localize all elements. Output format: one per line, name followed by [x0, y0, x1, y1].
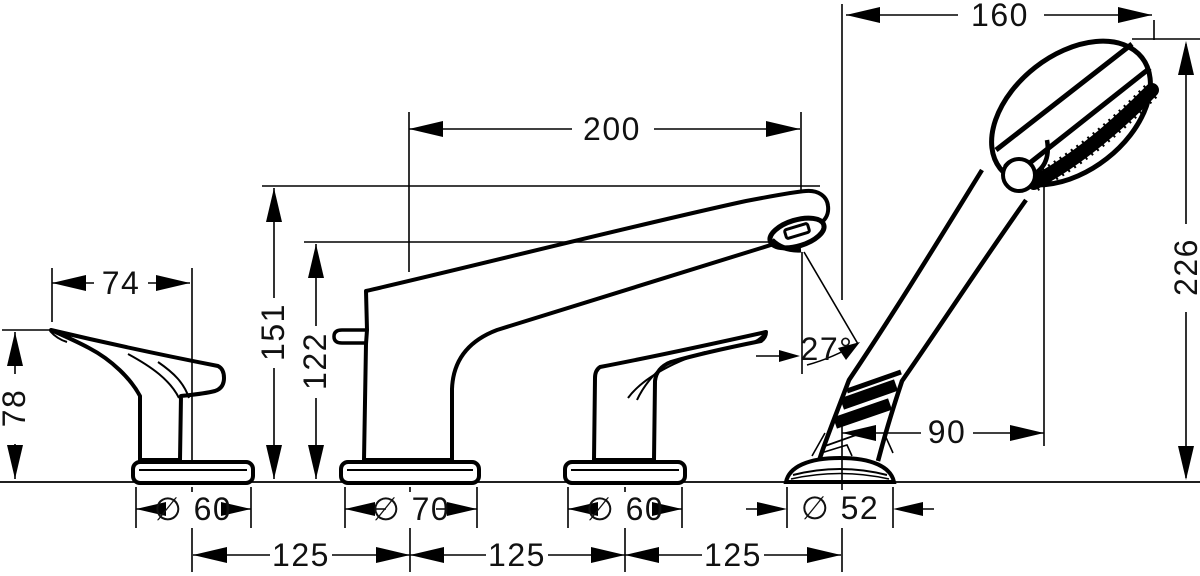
dim-spacing-center-label: 125: [488, 537, 546, 573]
arrow-down-icon: [308, 445, 324, 479]
arrow-down-icon: [1178, 446, 1194, 480]
dim-escutcheon-holder-label: ∅ 52: [801, 490, 879, 526]
handshower-grip-left-edge: [816, 168, 984, 462]
handshower-holder-cone-left: [811, 432, 826, 457]
dim-handshower-width: 160: [841, 0, 1155, 300]
dim-handshower-angle: 27°: [756, 251, 860, 374]
arrow-right-icon: [766, 121, 800, 137]
dim-handshower-angle-label: 27°: [801, 331, 854, 367]
arrow-left-icon: [410, 547, 444, 563]
escutcheon-spout: [339, 460, 481, 485]
dim-handle-height: 78: [0, 329, 50, 479]
dim-escutcheon-right-label: ∅ 60: [586, 491, 664, 527]
arrow-left-icon: [842, 425, 876, 441]
left-handle: [49, 328, 226, 462]
arrow-right-icon: [156, 275, 190, 291]
right-handle-sculpt-line: [627, 351, 706, 399]
right-handle: [592, 330, 768, 462]
arrow-right-icon: [807, 547, 841, 563]
arrow-right-icon: [652, 502, 682, 516]
dim-handshower-offset-label: 90: [928, 414, 967, 450]
dim-left-handle-width-label: 74: [102, 265, 141, 301]
handshower-head-stripe-2: [1010, 66, 1152, 179]
arrow-down-icon: [7, 445, 23, 479]
spout-aerator: [767, 215, 827, 251]
dim-handshower-height-label: 226: [1168, 238, 1200, 296]
arrow-up-icon: [7, 332, 23, 366]
handshower: [783, 38, 1159, 484]
arrow-left-icon: [136, 502, 166, 516]
arrow-left-icon: [345, 502, 375, 516]
arrow-up-icon: [308, 244, 324, 278]
handshower-grip-tip-detail: [820, 444, 853, 457]
spout-aerator-rim: [770, 238, 802, 253]
arrow-left-icon: [625, 547, 659, 563]
arrow-up-icon: [1178, 41, 1194, 75]
arrow-left-icon: [52, 275, 86, 291]
arrow-right-icon: [1118, 7, 1152, 23]
handshower-button-notch: [1003, 157, 1019, 167]
left-handle-tip-curl: [49, 330, 68, 343]
escutcheon-right: [563, 460, 687, 485]
dim-escutcheon-diameters: ∅ 60 ∅ 70 ∅ 60 ∅ 52: [135, 487, 934, 528]
arrow-right-icon: [757, 502, 787, 516]
handshower-head: [989, 38, 1153, 188]
dim-spout-height-label: 151: [255, 303, 291, 361]
dim-outlet-height: 122: [297, 241, 773, 479]
arrow-left-icon: [893, 502, 923, 516]
dim-escutcheon-spout-label: ∅ 70: [372, 491, 450, 527]
dim-handle-height-label: 78: [0, 389, 32, 428]
arrow-right-icon: [1010, 425, 1044, 441]
left-handle-sculpt-line-2: [157, 361, 190, 399]
dim-escutcheon-left-label: ∅ 60: [154, 491, 232, 527]
arrow-left-icon: [568, 502, 598, 516]
handshower-spray-face-texture: [1029, 83, 1159, 191]
handshower-head-stripe-1: [994, 42, 1134, 152]
dim-spout-reach-label: 200: [583, 111, 641, 147]
dim-left-handle-width: 74: [51, 265, 190, 322]
dim-outlet-height-label: 122: [297, 332, 333, 390]
arrow-left-icon: [193, 547, 227, 563]
escutcheons: [131, 460, 687, 485]
arrow-right-icon: [447, 502, 477, 516]
arrow-left-icon: [846, 7, 880, 23]
handshower-holder-hatch-2: [790, 472, 890, 480]
dim-spacing-left-label: 125: [272, 537, 330, 573]
dim-handshower-height: 226: [1132, 38, 1200, 480]
dim-spout-height: 151: [255, 185, 820, 479]
arrow-right-icon: [779, 350, 800, 362]
handshower-grip-band-1: [846, 369, 902, 394]
dim-handshower-offset: 90: [841, 178, 1045, 572]
dim-handshower-width-label: 160: [971, 0, 1029, 33]
arrow-right-icon: [376, 547, 410, 563]
right-handle-tip-curl: [750, 331, 767, 344]
fixture-outlines: [49, 188, 831, 462]
handshower-holder-hatch-1: [792, 468, 888, 476]
left-handle-sculpt-line: [127, 353, 180, 399]
right-handle-sculpt-line-2: [636, 361, 669, 401]
handshower-grip-band-3: [833, 398, 892, 429]
arrow-up-icon: [266, 188, 282, 222]
spout: [362, 188, 831, 462]
handshower-button: [1001, 157, 1037, 193]
arrow-right-icon: [221, 502, 251, 516]
handshower-holder-cone-right: [883, 432, 894, 454]
arrow-right-icon: [591, 547, 625, 563]
spout-aerator-outlet: [783, 222, 811, 240]
escutcheon-left: [131, 460, 255, 485]
dim-spacing-right-label: 125: [704, 537, 762, 573]
arc-arrow-icon: [838, 342, 860, 360]
arrow-down-icon: [266, 445, 282, 479]
arrow-left-icon: [409, 121, 443, 137]
dim-hole-spacing: 125 125 125: [191, 487, 841, 573]
dim-spout-reach: 200: [408, 111, 802, 272]
handshower-grip-band-2: [840, 379, 898, 410]
